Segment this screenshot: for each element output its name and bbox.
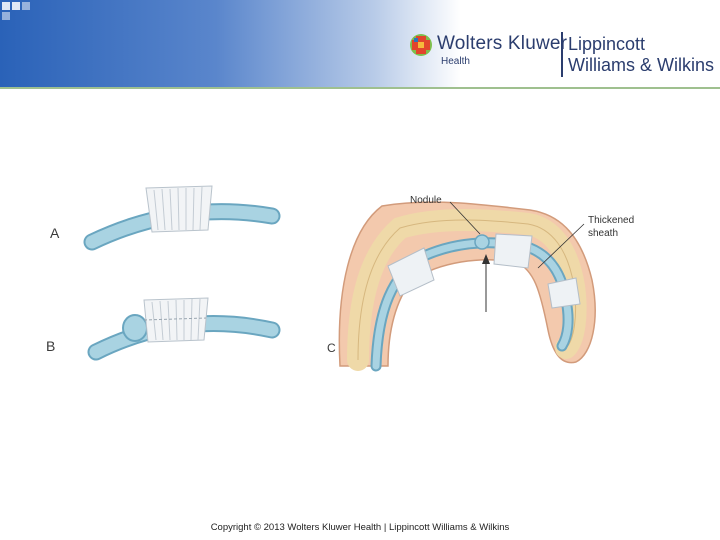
- panel-label-a: A: [50, 225, 59, 241]
- panel-label-b: B: [46, 338, 55, 354]
- sheath-callout-line1: Thickened: [588, 215, 634, 227]
- sheath-callout-line2: sheath: [588, 228, 618, 240]
- nodule-b: [123, 315, 147, 341]
- pulley-2: [494, 234, 532, 268]
- nodule-callout: Nodule: [410, 195, 442, 207]
- panel-b-drawing: [96, 298, 272, 352]
- lww-wordmark-line2: Williams & Wilkins: [568, 55, 714, 76]
- decorative-square: [2, 12, 10, 20]
- health-subtitle: Health: [441, 56, 470, 67]
- copyright-footer: Copyright © 2013 Wolters Kluwer Health |…: [0, 522, 720, 533]
- pulley-3: [548, 278, 580, 308]
- panel-c-drawing: [339, 202, 595, 366]
- panel-label-c: C: [327, 341, 336, 355]
- trigger-finger-illustration: [40, 170, 680, 380]
- wolters-kluwer-logo-icon: [409, 33, 433, 57]
- logo-divider: [561, 32, 563, 77]
- lww-wordmark-line1: Lippincott: [568, 34, 645, 55]
- decorative-square: [12, 2, 20, 10]
- decorative-square: [22, 2, 30, 10]
- header-divider: [0, 87, 720, 89]
- nodule-c: [475, 235, 489, 249]
- decorative-square: [2, 2, 10, 10]
- panel-a-drawing: [92, 186, 272, 242]
- header-banner: Wolters Kluwer Health Lippincott William…: [0, 0, 720, 88]
- wolters-kluwer-wordmark: Wolters Kluwer: [437, 33, 567, 55]
